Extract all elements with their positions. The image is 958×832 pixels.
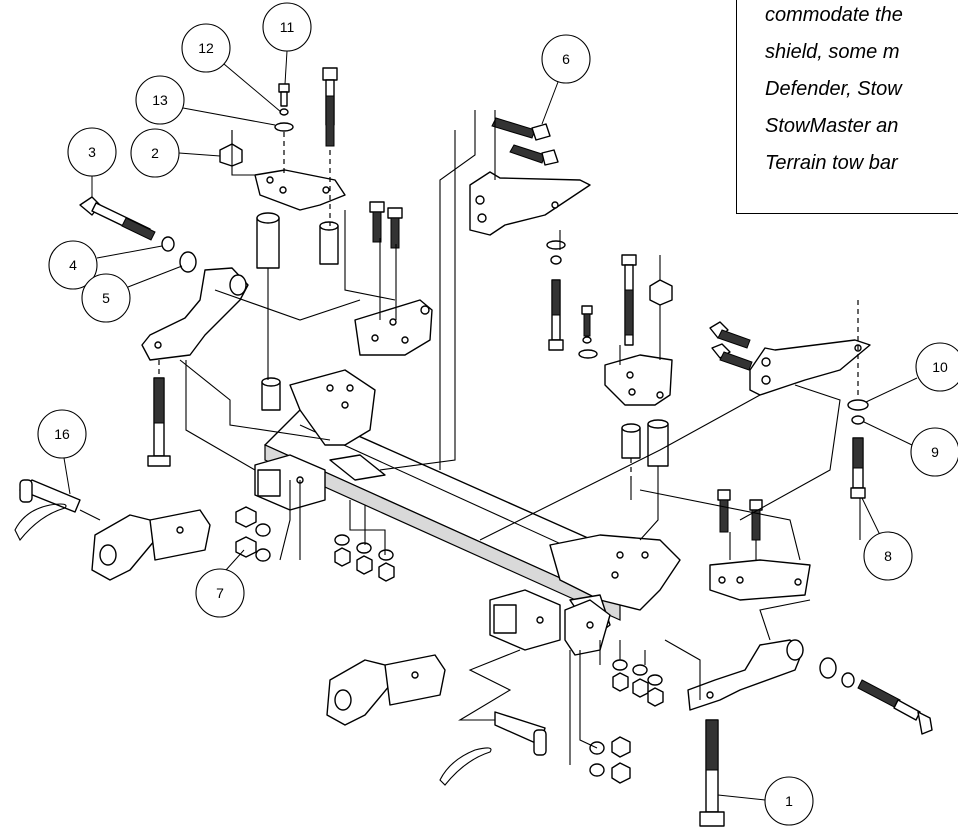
callout-5: 5 — [81, 265, 183, 323]
left-center-plate — [289, 369, 376, 446]
note-line-2: shield, some m — [765, 41, 900, 63]
right-nut-cluster — [612, 659, 664, 707]
callout-8-label: 8 — [884, 548, 892, 564]
right-receiver-tube — [489, 589, 561, 651]
callout-7: 7 — [195, 549, 245, 618]
callout-6: 6 — [541, 34, 591, 125]
note-line-4: StowMaster an — [765, 115, 899, 137]
flat-washer-5 — [179, 251, 197, 273]
bolt-3 — [79, 196, 156, 241]
bolt-pair-lower-right — [717, 489, 763, 541]
callout-7-label: 7 — [216, 585, 224, 601]
bottom-nuts-washers — [589, 736, 631, 784]
callout-8: 8 — [861, 497, 913, 581]
bolt-pair-mid-left — [369, 201, 403, 249]
note-line-3: Defender, Stow — [765, 78, 902, 100]
spacer-tall-left — [256, 212, 280, 269]
lower-left-nuts-7 — [235, 506, 271, 562]
callout-3-label: 3 — [88, 144, 96, 160]
callout-13-label: 13 — [152, 92, 168, 108]
right-vertical-bolt-stack — [847, 300, 869, 499]
callout-5-label: 5 — [102, 290, 110, 306]
callout-2: 2 — [130, 128, 221, 178]
callout-3: 3 — [67, 127, 117, 197]
far-right-bracket — [749, 339, 871, 396]
callout-13: 13 — [135, 75, 276, 126]
left-drop-bracket — [141, 267, 249, 361]
bolt-long-vertical — [322, 67, 338, 226]
callout-1: 1 — [717, 776, 814, 826]
hitch-pin-16 — [14, 479, 81, 542]
mid-left-plate — [354, 299, 433, 356]
bolts-far-right — [709, 321, 753, 371]
callout-11-label: 11 — [280, 19, 295, 35]
bolt-long-right — [621, 254, 637, 346]
lower-right-drop-bracket — [687, 639, 804, 711]
spacer-right-b — [647, 419, 669, 467]
callout-6-label: 6 — [562, 51, 570, 67]
nut-right — [649, 279, 673, 306]
lock-washer-4 — [161, 236, 175, 252]
callout-2-label: 2 — [151, 145, 159, 161]
right-center-plate — [549, 534, 681, 611]
lower-right-horizontal-bolt — [819, 657, 933, 735]
lower-right-plate — [709, 559, 811, 601]
bolt-long-left — [147, 360, 171, 467]
bolts-6 — [491, 117, 559, 166]
callout-1-label: 1 — [785, 793, 793, 809]
callout-16: 16 — [37, 409, 87, 495]
hitch-adapter-lower — [326, 654, 446, 726]
bolt-small-center — [578, 305, 598, 359]
spacer-right-a — [621, 423, 641, 459]
note-line-1: commodate the — [765, 4, 903, 26]
callout-10: 10 — [865, 342, 958, 403]
callout-12-label: 12 — [198, 40, 214, 56]
assembly-lines — [79, 110, 861, 765]
callout-9-label: 9 — [931, 444, 939, 460]
note-line-5: Terrain tow bar — [765, 152, 898, 174]
top-right-bracket-6 — [469, 171, 591, 236]
callout-12: 12 — [181, 23, 282, 113]
center-nut-cluster — [334, 534, 395, 582]
hitch-adapter-left — [91, 509, 211, 581]
left-gusset — [329, 454, 386, 481]
callout-4: 4 — [48, 240, 163, 290]
callout-10-label: 10 — [932, 359, 948, 375]
right-upper-plate — [604, 354, 673, 406]
callout-9: 9 — [863, 421, 958, 477]
hitch-pin-lower — [439, 711, 547, 786]
bolt-small-11 — [274, 83, 294, 175]
spacer-bottom-left — [261, 377, 281, 411]
top-left-bracket — [254, 169, 346, 211]
callout-4-label: 4 — [69, 257, 77, 273]
bolt-1 — [699, 719, 725, 827]
note-box — [736, 0, 958, 214]
callout-16-label: 16 — [54, 426, 70, 442]
spacer-short-left — [319, 221, 339, 265]
bolt-vertical-under-6 — [546, 240, 566, 351]
nut-2 — [219, 130, 243, 167]
callout-11: 11 — [262, 2, 312, 85]
